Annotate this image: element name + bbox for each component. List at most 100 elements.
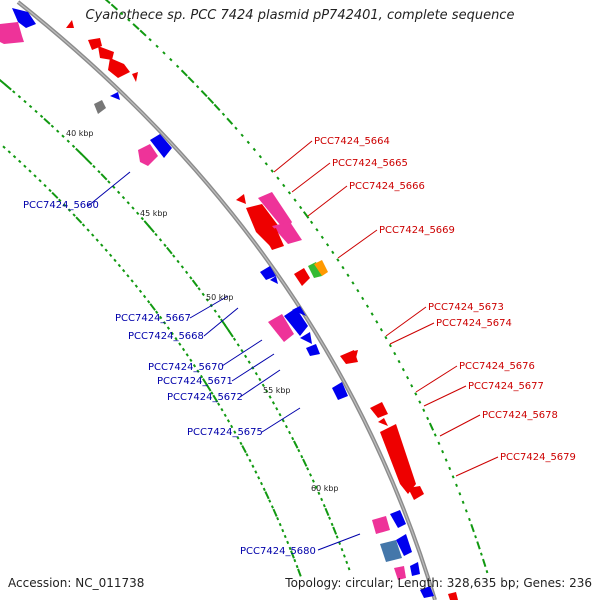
gc-dot xyxy=(225,325,229,332)
gc-dot xyxy=(459,493,460,496)
gene-feature[interactable] xyxy=(380,424,416,494)
gene-feature[interactable] xyxy=(0,22,24,44)
gc-dot xyxy=(101,174,107,180)
gc-dot xyxy=(186,271,188,273)
gene-feature[interactable] xyxy=(138,144,158,166)
gene-label[interactable]: PCC7424_5678 xyxy=(482,410,558,421)
gene-label[interactable]: PCC7424_5672 xyxy=(167,392,243,403)
gc-dot xyxy=(362,297,363,299)
gc-dot xyxy=(44,119,50,124)
gene-feature[interactable] xyxy=(294,268,310,286)
gc-dot xyxy=(276,408,277,410)
gc-dot xyxy=(135,285,137,287)
gc-dot xyxy=(182,266,184,268)
gene-feature[interactable] xyxy=(132,72,138,82)
gc-dot xyxy=(131,280,133,282)
gene-label[interactable]: PCC7424_5667 xyxy=(115,313,191,324)
gc-dot xyxy=(367,305,368,307)
kbp-tick-label: 60 kbp xyxy=(311,484,339,493)
gc-dot xyxy=(337,536,338,539)
gc-dot xyxy=(182,70,188,76)
gene-label[interactable]: PCC7424_5665 xyxy=(332,158,408,169)
gc-dot xyxy=(381,329,382,331)
gene-feature[interactable] xyxy=(410,562,420,576)
gene-feature[interactable] xyxy=(300,332,312,344)
gene-feature[interactable] xyxy=(108,58,130,78)
gc-dot xyxy=(456,484,457,487)
gene-label[interactable]: PCC7424_5675 xyxy=(187,427,263,438)
gc-dot xyxy=(252,465,253,467)
gc-dot xyxy=(329,517,330,520)
gc-dot xyxy=(446,459,447,462)
gc-dot xyxy=(247,141,249,143)
gc-dot xyxy=(133,24,139,29)
gc-dot xyxy=(218,403,219,405)
gene-label[interactable]: PCC7424_5666 xyxy=(349,181,425,192)
gene-label[interactable]: PCC7424_5669 xyxy=(379,225,455,236)
gc-dot xyxy=(160,239,162,241)
gene-feature[interactable] xyxy=(408,486,424,500)
gc-dot xyxy=(225,414,226,416)
gc-dot xyxy=(127,275,129,277)
gene-feature[interactable] xyxy=(448,592,458,600)
gene-feature[interactable] xyxy=(236,194,246,204)
gene-label[interactable]: PCC7424_5673 xyxy=(428,302,504,313)
gc-dot xyxy=(261,482,262,485)
gc-dot xyxy=(19,161,21,163)
gc-dot xyxy=(35,110,37,112)
gc-dot xyxy=(403,368,404,370)
gene-feature[interactable] xyxy=(110,92,120,100)
gene-label[interactable]: PCC7424_5676 xyxy=(459,361,535,372)
gene-feature[interactable] xyxy=(98,46,114,60)
gc-dot xyxy=(333,527,336,534)
gc-dot xyxy=(289,192,291,194)
gene-label[interactable]: PCC7424_5671 xyxy=(157,376,233,387)
gc-dot xyxy=(248,361,249,363)
gc-dot xyxy=(132,207,134,209)
gc-dot xyxy=(150,304,155,310)
gc-dot xyxy=(269,396,270,398)
leader-line xyxy=(222,340,262,366)
gc-dot xyxy=(438,442,439,445)
gc-dot xyxy=(235,127,237,129)
gc-dot xyxy=(221,409,222,411)
gc-dot xyxy=(24,101,26,103)
gene-label[interactable]: PCC7424_5679 xyxy=(500,452,576,463)
leader-line xyxy=(318,534,360,550)
leader-line xyxy=(456,457,498,476)
gc-dot xyxy=(469,518,470,521)
gene-feature[interactable] xyxy=(378,418,388,426)
gene-label[interactable]: PCC7424_5668 xyxy=(128,331,204,342)
gene-label[interactable]: PCC7424_5677 xyxy=(468,381,544,392)
gc-dot xyxy=(449,467,450,470)
leader-line xyxy=(232,354,274,381)
gene-feature[interactable] xyxy=(306,344,320,356)
gc-dot xyxy=(435,434,436,437)
gc-dot xyxy=(265,492,268,499)
gene-feature[interactable] xyxy=(66,20,74,28)
gene-label[interactable]: PCC7424_5670 xyxy=(148,362,224,373)
gc-dot xyxy=(283,419,284,421)
gene-feature[interactable] xyxy=(372,516,390,534)
gene-label[interactable]: PCC7424_5674 xyxy=(436,318,512,329)
gene-label[interactable]: PCC7424_5660 xyxy=(23,200,99,211)
gene-label[interactable]: PCC7424_5680 xyxy=(240,546,316,557)
leader-line xyxy=(204,308,238,336)
gc-dot xyxy=(357,289,358,291)
gc-dot xyxy=(453,476,454,479)
gc-dot xyxy=(321,498,322,501)
gc-dot xyxy=(325,508,328,515)
gc-dot xyxy=(463,501,464,504)
gc-dot xyxy=(390,344,391,346)
gc-dot xyxy=(148,301,150,303)
gene-feature[interactable] xyxy=(94,100,106,114)
gc-dot xyxy=(118,191,120,193)
gc-dot xyxy=(202,293,204,295)
gc-dot xyxy=(269,500,270,503)
gene-feature[interactable] xyxy=(370,402,388,418)
gc-dot xyxy=(344,555,345,558)
gc-dot xyxy=(394,352,395,354)
gene-label[interactable]: PCC7424_5664 xyxy=(314,136,390,147)
gc-dot xyxy=(324,504,325,507)
leader-line xyxy=(308,186,347,216)
